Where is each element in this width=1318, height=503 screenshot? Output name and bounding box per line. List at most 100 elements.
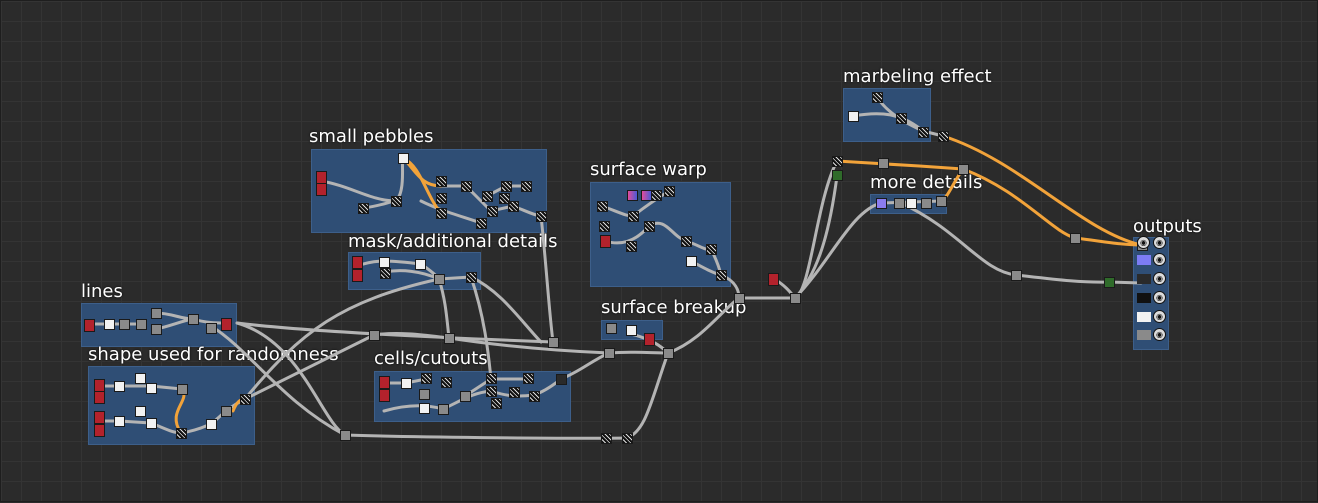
graph-node[interactable] — [466, 272, 477, 283]
graph-node[interactable] — [438, 404, 449, 415]
graph-node[interactable] — [872, 92, 883, 103]
graph-node[interactable] — [316, 183, 327, 196]
graph-node[interactable] — [790, 293, 801, 304]
graph-node[interactable] — [146, 383, 157, 394]
graph-node[interactable] — [499, 193, 510, 204]
graph-node[interactable] — [716, 270, 727, 281]
graph-node[interactable] — [681, 236, 692, 247]
graph-node[interactable] — [921, 198, 932, 209]
graph-node[interactable] — [958, 164, 969, 175]
graph-node[interactable] — [706, 244, 717, 255]
graph-node[interactable] — [114, 416, 125, 427]
graph-node[interactable] — [1104, 277, 1115, 288]
graph-node[interactable] — [894, 198, 905, 209]
graph-node[interactable] — [188, 314, 199, 325]
output-node-row[interactable]: ◉ — [1135, 309, 1167, 325]
graph-node[interactable] — [486, 386, 497, 397]
graph-node[interactable] — [622, 433, 633, 444]
graph-node[interactable] — [476, 218, 487, 229]
graph-node[interactable] — [651, 190, 662, 201]
output-node-row[interactable]: ◉ — [1135, 290, 1167, 306]
graph-node[interactable] — [848, 111, 859, 122]
graph-node[interactable] — [876, 198, 887, 209]
graph-node[interactable] — [94, 424, 105, 437]
graph-node[interactable] — [556, 374, 567, 385]
graph-node[interactable] — [832, 156, 843, 167]
graph-node[interactable] — [340, 430, 351, 441]
graph-node[interactable] — [461, 181, 472, 192]
graph-node[interactable] — [221, 406, 232, 417]
graph-node[interactable] — [508, 201, 519, 212]
graph-node[interactable] — [240, 394, 251, 405]
graph-node[interactable] — [627, 190, 638, 201]
output-node-row[interactable]: ◉ — [1135, 327, 1167, 343]
graph-node[interactable] — [221, 318, 232, 331]
graph-node[interactable] — [146, 418, 157, 429]
graph-node[interactable] — [523, 373, 534, 384]
graph-node[interactable] — [600, 235, 611, 248]
graph-node[interactable] — [601, 433, 612, 444]
graph-node[interactable] — [548, 337, 559, 348]
graph-node[interactable] — [419, 389, 430, 400]
graph-node[interactable] — [379, 257, 390, 268]
graph-node[interactable] — [597, 201, 608, 212]
graph-node[interactable] — [734, 293, 745, 304]
graph-node[interactable] — [136, 319, 147, 330]
graph-node[interactable] — [509, 387, 520, 398]
graph-node[interactable] — [436, 208, 447, 219]
graph-node[interactable] — [832, 170, 843, 181]
graph-node[interactable] — [94, 391, 105, 404]
output-node-row[interactable]: ◉ — [1135, 252, 1167, 268]
graph-node[interactable] — [151, 324, 162, 335]
graph-node[interactable] — [352, 256, 363, 269]
graph-node[interactable] — [486, 373, 497, 384]
graph-node[interactable] — [421, 373, 432, 384]
graph-node[interactable] — [878, 158, 889, 169]
graph-node[interactable] — [379, 376, 390, 389]
graph-node[interactable] — [176, 428, 187, 439]
graph-node[interactable] — [436, 193, 447, 204]
graph-node[interactable] — [379, 389, 390, 402]
graph-node[interactable] — [1011, 270, 1022, 281]
graph-node[interactable] — [626, 241, 637, 252]
graph-node[interactable] — [491, 398, 502, 409]
graph-node[interactable] — [606, 323, 617, 334]
graph-node[interactable] — [521, 181, 532, 192]
graph-node[interactable] — [444, 333, 455, 344]
graph-node[interactable] — [487, 206, 498, 217]
graph-node[interactable] — [663, 348, 674, 359]
graph-node[interactable] — [644, 333, 655, 346]
graph-node[interactable] — [441, 377, 452, 388]
graph-node[interactable] — [94, 411, 105, 424]
graph-node[interactable] — [536, 211, 547, 222]
output-node-row[interactable]: ◉ — [1135, 271, 1167, 287]
graph-node[interactable] — [352, 269, 363, 282]
graph-node[interactable] — [604, 348, 615, 359]
graph-node[interactable] — [135, 373, 146, 384]
graph-node[interactable] — [436, 176, 447, 187]
graph-node[interactable] — [686, 256, 697, 267]
graph-node[interactable] — [104, 319, 115, 330]
graph-node[interactable] — [936, 196, 947, 207]
graph-node[interactable] — [768, 273, 779, 286]
graph-node[interactable] — [391, 196, 402, 207]
graph-node[interactable] — [415, 259, 426, 270]
graph-node[interactable] — [482, 191, 493, 202]
graph-node[interactable] — [135, 406, 146, 417]
graph-node[interactable] — [938, 131, 949, 142]
graph-node[interactable] — [419, 403, 430, 414]
output-node-row[interactable]: ◉ ◉ — [1135, 235, 1167, 251]
graph-node[interactable] — [644, 221, 655, 232]
graph-node[interactable] — [206, 323, 217, 334]
graph-node[interactable] — [628, 211, 639, 222]
graph-node[interactable] — [398, 153, 409, 164]
graph-node[interactable] — [664, 186, 675, 197]
graph-node[interactable] — [369, 330, 380, 341]
graph-node[interactable] — [177, 384, 188, 395]
graph-node[interactable] — [918, 127, 929, 138]
graph-node[interactable] — [434, 274, 445, 285]
graph-node[interactable] — [114, 381, 125, 392]
graph-node[interactable] — [1070, 233, 1081, 244]
graph-node[interactable] — [206, 419, 217, 430]
